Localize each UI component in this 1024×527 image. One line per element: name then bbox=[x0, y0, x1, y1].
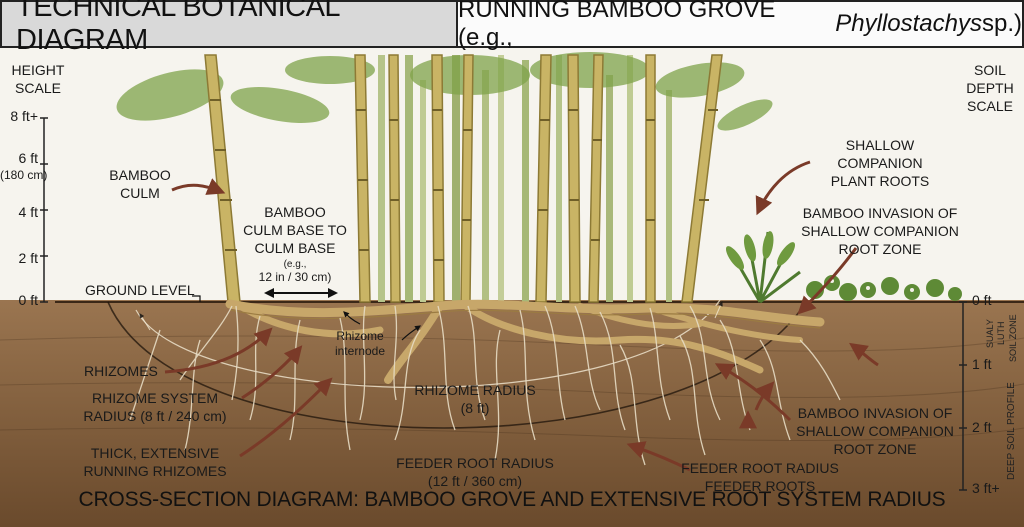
height-scale-axis bbox=[40, 117, 48, 303]
companion-plants bbox=[725, 231, 962, 304]
culm-spacing-label-line3: CULM BASE bbox=[254, 240, 336, 256]
rhizome-internode-line1: Rhizome bbox=[336, 329, 384, 343]
soil-scale-title-line2: DEPTH bbox=[966, 80, 1014, 96]
height-scale-title-line2: SCALE bbox=[15, 80, 61, 96]
feeder-roots bbox=[129, 305, 841, 466]
background-culms bbox=[378, 55, 672, 302]
height-tick-2ft: 2 ft bbox=[18, 250, 38, 266]
header-title-species: Phyllostachys bbox=[835, 10, 982, 37]
feeder-roots-line2: FEEDER ROOTS bbox=[704, 478, 816, 494]
shallow-companion-line1: SHALLOW bbox=[845, 137, 915, 153]
header-title-right: RUNNING BAMBOO GROVE (e.g., Phyllostachy… bbox=[456, 0, 1024, 51]
height-scale-title-line1: HEIGHT bbox=[11, 62, 65, 78]
soil-tick-0ft: 0 ft bbox=[972, 292, 992, 308]
feeder-roots-line1: FEEDER ROOT RADIUS bbox=[681, 460, 839, 476]
soil-scale-title-line1: SOIL bbox=[974, 62, 1006, 78]
rhizome-network bbox=[225, 299, 825, 384]
bamboo-culm-label-line2: CULM bbox=[120, 185, 160, 201]
rhizomes-label: RHIZOMES bbox=[84, 363, 158, 379]
height-tick-4ft: 4 ft bbox=[18, 204, 38, 220]
invasion-top-line1: BAMBOO INVASION OF bbox=[802, 205, 958, 221]
soil-zone-vertical-2: LUTH bbox=[996, 321, 1006, 345]
radius-arrows bbox=[139, 301, 723, 331]
culm-spacing-label-line1: BAMBOO bbox=[264, 204, 326, 220]
rhizome-system-radius-line1: RHIZOME SYSTEM bbox=[91, 390, 218, 406]
soil-tick-1ft: 1 ft bbox=[972, 356, 992, 372]
annotation-arrows bbox=[164, 160, 879, 472]
soil-tick-2ft: 2 ft bbox=[972, 419, 992, 435]
height-tick-8ft: 8 ft+ bbox=[10, 108, 38, 124]
header-title-prefix: RUNNING BAMBOO GROVE (e.g., bbox=[458, 0, 776, 51]
rhizome-internode-line2: internode bbox=[334, 344, 386, 358]
culm-spacing-label-line2: CULM BASE TO bbox=[243, 222, 347, 238]
culm-spacing-value: 12 in / 30 cm) bbox=[258, 270, 332, 284]
soil-strata bbox=[0, 335, 1024, 441]
invasion-top-line3: ROOT ZONE bbox=[838, 241, 922, 257]
thick-rhizomes-line1: THICK, EXTENSIVE bbox=[90, 445, 220, 461]
ground-level-label: GROUND LEVEL bbox=[85, 282, 195, 298]
shallow-companion-line2: COMPANION bbox=[837, 155, 923, 171]
internode-arrows bbox=[343, 311, 421, 341]
bamboo-culm-label-line1: BAMBOO bbox=[109, 167, 171, 183]
deep-soil-profile-vertical: DEEP SOIL PROFILE bbox=[1006, 382, 1017, 480]
rhizome-radius-line2: (8 ft) bbox=[460, 400, 490, 416]
soil-tick-3ft: 3 ft+ bbox=[972, 480, 1000, 496]
rhizome-radius-line1: RHIZOME RADIUS bbox=[414, 382, 536, 398]
thick-rhizomes-line2: RUNNING RHIZOMES bbox=[83, 463, 227, 479]
height-tick-6ft-metric: (180 cm) bbox=[0, 168, 48, 182]
culm-nodes bbox=[210, 99, 718, 261]
invasion-bottom-line2: SHALLOW COMPANION bbox=[796, 423, 954, 439]
feeder-root-radius-line1: FEEDER ROOT RADIUS bbox=[396, 455, 554, 471]
rhizome-system-radius-line2: RADIUS (8 ft / 240 cm) bbox=[83, 408, 227, 424]
invasion-bottom-line3: ROOT ZONE bbox=[833, 441, 917, 457]
soil-scale-title-line3: SCALE bbox=[967, 98, 1013, 114]
height-tick-6ft: 6 ft bbox=[18, 150, 38, 166]
soil-cross-section bbox=[0, 300, 1024, 527]
soil-depth-scale-axis bbox=[959, 301, 967, 491]
header-title-suffix: sp.) bbox=[981, 10, 1022, 37]
invasion-bottom-line1: BAMBOO INVASION OF bbox=[797, 405, 953, 421]
header-title-left: TECHNICAL BOTANICAL DIAGRAM bbox=[0, 0, 458, 56]
shallow-companion-line3: PLANT ROOTS bbox=[830, 173, 930, 189]
height-tick-0ft: 0 ft bbox=[18, 292, 38, 308]
invasion-top-line2: SHALLOW COMPANION bbox=[801, 223, 959, 239]
rhizome-outline bbox=[229, 309, 821, 329]
diagram-caption: CROSS-SECTION DIAGRAM: BAMBOO GROVE AND … bbox=[78, 488, 946, 511]
soil-zone-vertical-3: SOIL ZONE bbox=[1008, 314, 1018, 362]
feeder-root-radius-line2: (12 ft / 360 cm) bbox=[427, 473, 523, 489]
soil-zone-vertical-1: SUALY bbox=[985, 319, 995, 348]
culm-spacing-eg: (e.g., bbox=[283, 259, 307, 270]
ground-level-bracket bbox=[192, 295, 201, 302]
